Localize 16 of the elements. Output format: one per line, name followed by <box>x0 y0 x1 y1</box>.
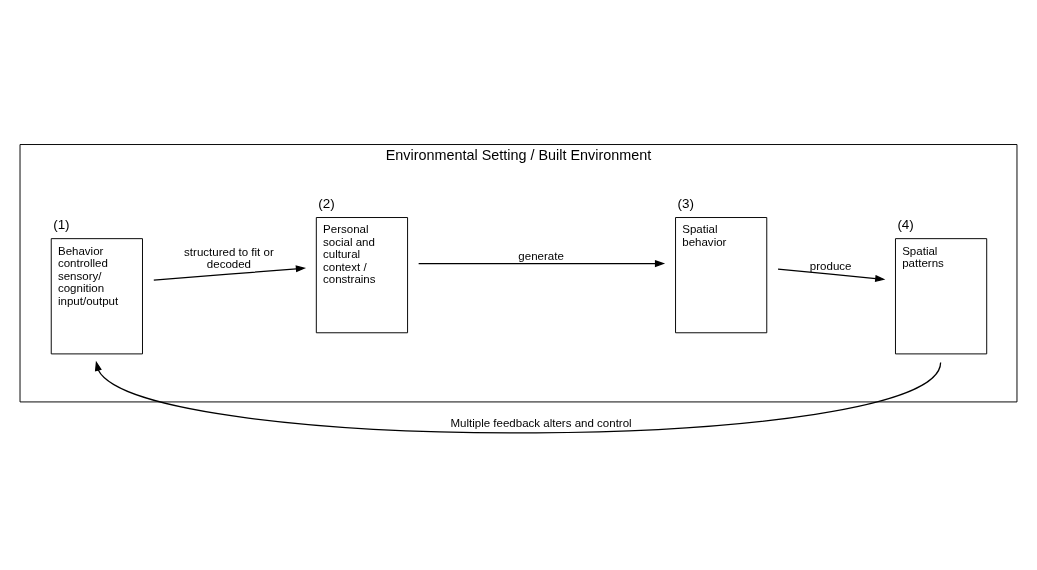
edge-label: structured to fit or decoded <box>184 245 274 271</box>
arrow <box>777 268 886 283</box>
node-box: Spatial behavior <box>675 217 768 334</box>
edge-label: Multiple feedback alters and control <box>450 417 632 430</box>
edge-label: produce <box>809 259 852 272</box>
node-box: Personal social and cultural context / constrains <box>315 217 409 334</box>
node-label: (2) <box>318 196 335 212</box>
arrow <box>418 260 666 268</box>
node-label: (3) <box>677 196 694 212</box>
edge-label: generate <box>518 250 564 263</box>
node-label: (1) <box>53 217 70 233</box>
node-box: Behavior controlled sensory/ cognition input/output <box>50 238 143 355</box>
arrow <box>153 265 307 281</box>
node-box: Spatial patterns <box>895 238 988 355</box>
arrow <box>94 360 942 434</box>
node-label: (4) <box>897 217 914 233</box>
